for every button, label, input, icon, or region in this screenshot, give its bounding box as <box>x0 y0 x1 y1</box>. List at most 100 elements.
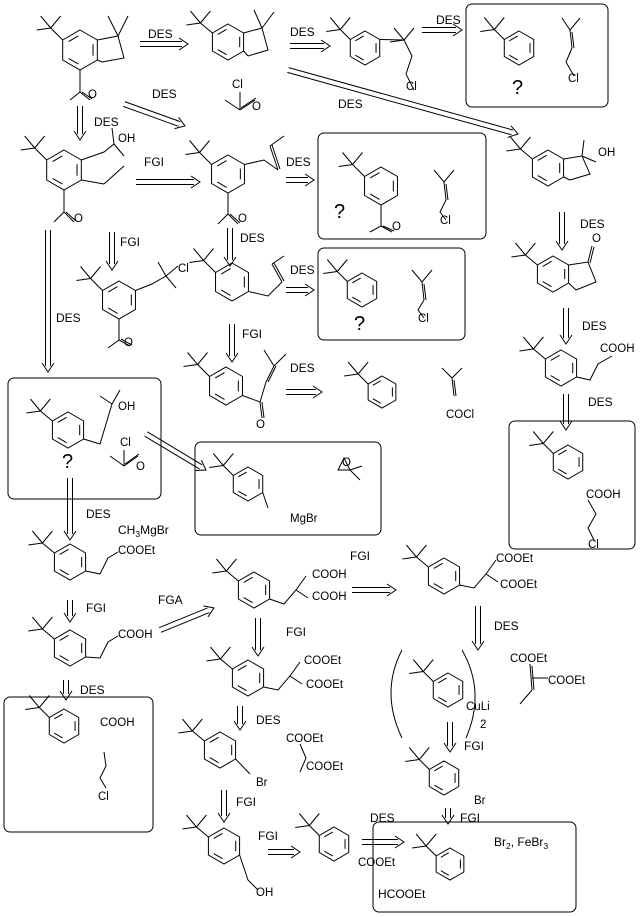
molecule-box3-prenyl-chloride <box>411 269 433 319</box>
label-des-9: DES <box>56 311 81 325</box>
arrow-des-11 <box>286 283 315 297</box>
molecule-epoxide <box>337 456 363 481</box>
label-fga-1: FGA <box>158 593 183 607</box>
molecule-box4-tertiary-alcohol <box>26 389 121 449</box>
molecule-benzyl-alcohol <box>182 814 259 891</box>
atom-cooet-4: COOEt <box>304 655 342 667</box>
arrow-fgi-8 <box>217 790 231 823</box>
atom-cl-9: Cl <box>98 791 109 803</box>
atom-oh-1: OH <box>118 133 135 145</box>
label-des-11: DES <box>290 263 315 277</box>
molecule-phenylpropanoate-ester <box>28 530 119 581</box>
label-fgi-8: FGI <box>236 795 256 809</box>
label-des-4: DES <box>152 87 177 101</box>
arrow-fgi-2 <box>105 232 119 271</box>
molecule-tbu-phenyl-chloroalkyl <box>326 17 415 91</box>
atom-br-2: Br <box>474 795 486 807</box>
label-des-19: DES <box>370 811 395 825</box>
label-des-10: DES <box>240 231 265 245</box>
arrow-fga-1 <box>158 605 215 633</box>
atom-br-1: Br <box>256 777 268 789</box>
atom-oh-4: OH <box>256 887 273 899</box>
atom-oh-2: OH <box>598 147 615 159</box>
molecule-tbu-phenyl-alkene <box>189 248 285 302</box>
label-fgi-7: FGI <box>464 739 484 753</box>
atom-subscript-2: 2 <box>480 719 486 731</box>
atom-cl-2: Cl <box>406 81 417 93</box>
reagent-bromine-ferric-bromide: Br2, FeBr3 <box>494 835 548 851</box>
atom-cl-1: Cl <box>232 79 243 91</box>
question-mark-4: ? <box>62 451 73 473</box>
molecule-indanol <box>506 136 597 187</box>
molecule-alkene-ketone <box>185 135 285 225</box>
arrows-layer <box>41 23 573 859</box>
atom-o-7: O <box>124 337 133 349</box>
molecule-box-left-tbu-benzene <box>25 695 107 789</box>
atom-o-3: O <box>74 213 83 225</box>
atom-cl-7: Cl <box>418 313 429 325</box>
molecule-benzyl-bromide <box>178 718 251 775</box>
atom-cooh-6: COOH <box>312 591 347 603</box>
arrow-fgi-10 <box>441 808 455 825</box>
molecule-benzyl-grignard <box>209 453 269 509</box>
arrow-des-13 <box>286 385 323 399</box>
atom-cooet-8: COOEt <box>286 733 324 745</box>
atom-cooet-6: COOEt <box>510 653 548 665</box>
box-tbu-benzene-2 <box>317 247 466 341</box>
arrow-fgi-6 <box>251 618 265 657</box>
arrow-fgi-4 <box>63 600 77 623</box>
reagent-methylmagnesium-bromide: CH3MgBr <box>118 523 169 539</box>
question-mark-3: ? <box>354 313 365 335</box>
arrow-fgi-9 <box>268 845 301 859</box>
atom-o-1: O <box>88 89 97 101</box>
atom-culi-1: CuLi <box>466 701 490 713</box>
label-des-13: DES <box>290 361 315 375</box>
atom-cooh-4: COOH <box>100 717 135 729</box>
label-fgi-9: FGI <box>258 829 278 843</box>
molecule-box-final-tbu-benzene <box>412 833 465 881</box>
molecule-box1-tbu-benzene <box>480 17 535 66</box>
molecule-diethyl-malonate <box>299 743 307 773</box>
arrow-des-10 <box>223 228 237 267</box>
label-fgi-3: FGI <box>242 327 262 341</box>
arrow-fgi-5 <box>352 583 397 597</box>
atom-o-8: O <box>256 419 265 431</box>
molecule-box1-prenyl-chloride <box>561 17 581 77</box>
label-des-17: DES <box>80 683 105 697</box>
molecule-phenylpropanoic-acid-left <box>28 616 119 667</box>
atom-o-5: O <box>392 221 401 233</box>
label-fgi-10: FGI <box>460 811 480 825</box>
molecule-box3-tbu-benzene <box>323 259 378 308</box>
arrow-des-6 <box>73 106 87 141</box>
label-des-2: DES <box>290 25 315 39</box>
arrow-des-15 <box>144 431 207 472</box>
label-des-1: DES <box>148 27 173 41</box>
atom-o-2: O <box>252 101 261 113</box>
label-des-16: DES <box>494 619 519 633</box>
box-grignard-epoxide <box>194 441 382 536</box>
atom-cooet-5: COOEt <box>306 679 344 691</box>
molecule-hydroxy-ketone <box>20 127 125 223</box>
molecule-box-right-tbu-benzene <box>529 431 597 541</box>
atom-cooh-3: COOH <box>118 629 153 641</box>
box-tbu-benzene-chloropropanoic-2 <box>3 696 154 833</box>
molecule-enone <box>183 349 287 419</box>
atom-oh-3: OH <box>118 401 135 413</box>
molecule-indanone <box>511 242 597 293</box>
molecule-benzylmalonate-right <box>402 544 499 595</box>
label-des-7: DES <box>286 155 311 169</box>
molecule-alkylidene-malonate <box>519 663 548 705</box>
atom-cooet-2: COOEt <box>496 553 534 565</box>
arrow-fgi-1 <box>136 175 201 189</box>
atom-cooh-2: COOH <box>586 489 621 501</box>
box-tbu-benzene-chloropropanoic <box>508 420 636 550</box>
arrow-des-12 <box>559 308 573 345</box>
atom-cl-8: Cl <box>120 437 131 449</box>
arrow-des-18 <box>59 680 73 701</box>
box-acetyl-tbu-benzene <box>317 132 487 240</box>
atom-o-6: O <box>592 233 601 245</box>
arrow-des-16 <box>63 478 77 541</box>
molecule-benzylmalonic-acid <box>212 558 309 609</box>
